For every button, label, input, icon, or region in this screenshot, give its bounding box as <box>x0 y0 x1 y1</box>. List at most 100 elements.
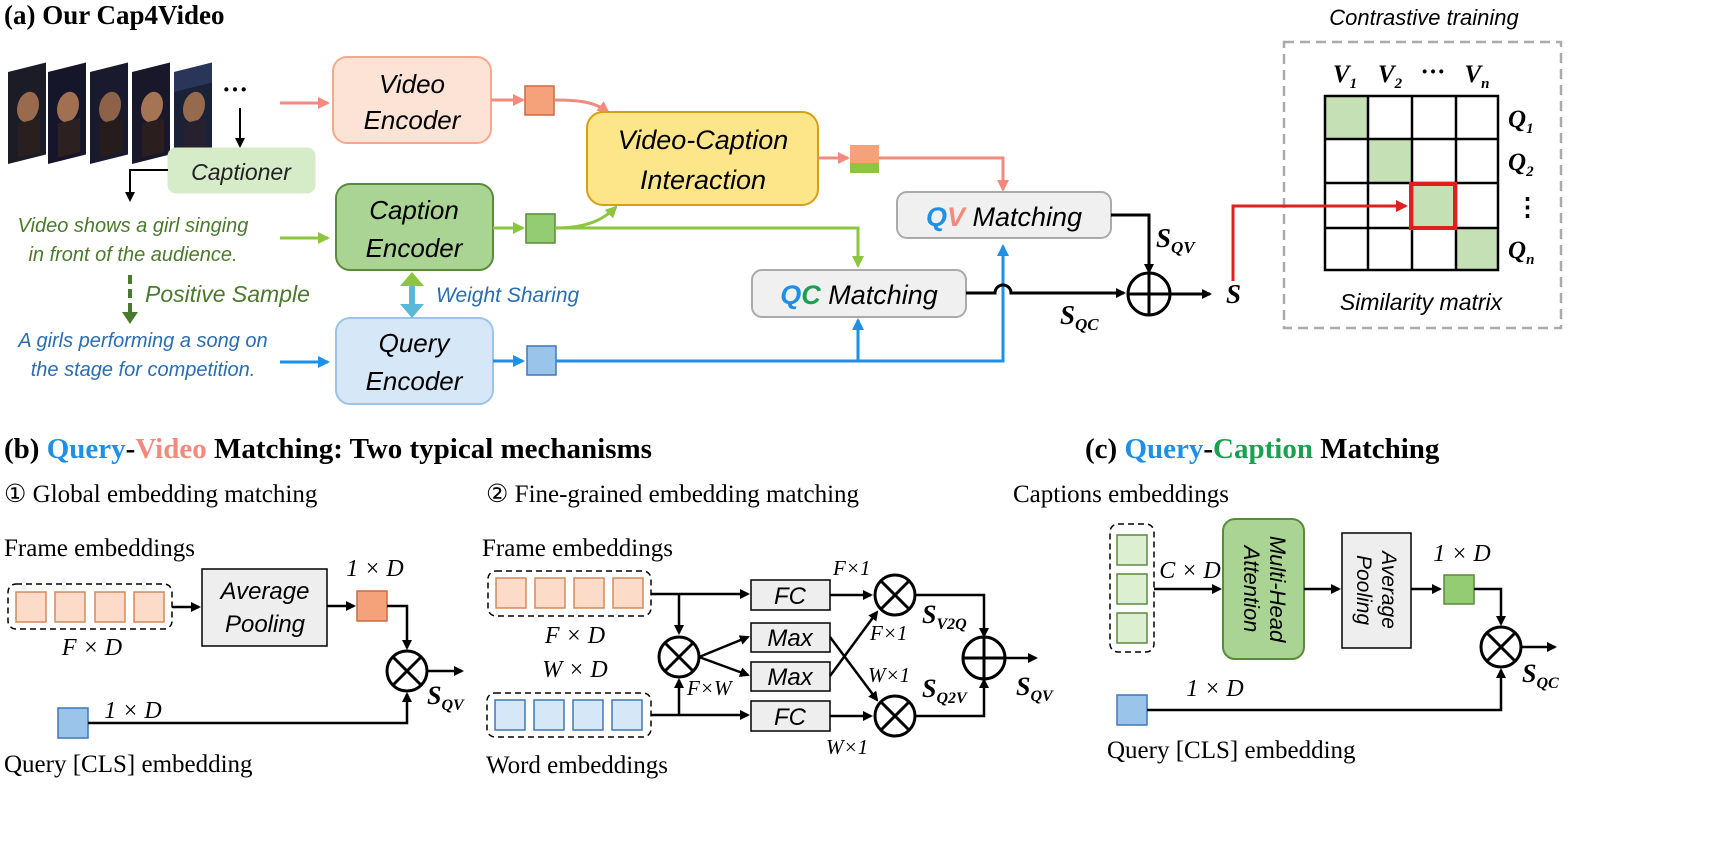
highlight-cell <box>1409 182 1457 230</box>
wxd-label-fine: W × D <box>542 657 608 683</box>
max-label-bottom: Max <box>767 664 813 691</box>
avg-pool-line2-c: Pooling <box>1352 555 1375 625</box>
similarity-label: Similarity matrix <box>1340 289 1504 315</box>
fc-box-bottom <box>750 700 831 732</box>
average-pooling-box <box>201 568 328 647</box>
query-cls-square-c <box>1116 694 1148 726</box>
v2-label: V2 <box>1378 61 1403 92</box>
caption-text-line1: Video shows a girl singing <box>18 215 249 237</box>
q1-label: Q1 <box>1508 106 1534 137</box>
query-cls-square-global <box>57 707 89 739</box>
captioner-label: Captioner <box>191 159 292 185</box>
s-q2v-label: SQ2V <box>922 674 968 707</box>
one-x-d-c-bottom: 1 × D <box>1186 676 1244 702</box>
query-encoder-line2: Encoder <box>366 366 464 396</box>
mha-line1: Multi-Head <box>1265 536 1290 643</box>
query-cls-label-c: Query [CLS] embedding <box>1107 737 1356 764</box>
max-box-bottom <box>750 661 831 692</box>
video-encoder-line2: Encoder <box>364 105 462 135</box>
frame-embeddings-label-global: Frame embeddings <box>4 535 195 562</box>
positive-sample-label: Positive Sample <box>145 281 310 307</box>
s-qv-fine: SQV <box>1016 672 1054 705</box>
one-x-d-c-top: 1 × D <box>1433 541 1491 567</box>
caption-feature-square <box>525 213 556 244</box>
frame-embedding-squares-global <box>15 591 165 623</box>
fxd-label-global: F × D <box>61 635 122 661</box>
s-v2q-label: SV2Q <box>922 600 967 633</box>
qc-to-sum-arrow <box>966 283 1126 298</box>
fxd-label-fine: F × D <box>544 623 605 649</box>
fxw-label: F×W <box>686 676 734 700</box>
s-to-matrix-arrow <box>1231 200 1408 281</box>
s-qv-global: SQV <box>427 681 465 714</box>
max-label-top: Max <box>767 625 813 652</box>
frame-embeddings-label-fine: Frame embeddings <box>482 535 673 562</box>
fc-label-bottom: FC <box>774 704 807 731</box>
qv-matching-label: QV Matching <box>926 202 1082 232</box>
sum-node-fine <box>961 635 1007 681</box>
query-text-line2: the stage for competition. <box>31 359 256 381</box>
v-dots-label: ··· <box>1420 59 1445 86</box>
caption-embedding-squares <box>1116 534 1148 644</box>
caption-to-interaction-arrow <box>554 205 618 230</box>
similarity-matrix <box>1323 94 1500 272</box>
multiply-node-fxw <box>657 635 701 679</box>
caption-embeddings-group <box>1109 523 1155 653</box>
panel-c-title: (c) Query-Caption Matching <box>1085 433 1440 465</box>
caption-to-qc-arrow <box>555 226 864 268</box>
one-x-d-query-global: 1 × D <box>104 698 162 724</box>
query-cls-label-global: Query [CLS] embedding <box>4 751 253 778</box>
pooled-video-square <box>356 590 388 622</box>
global-title: ① Global embedding matching <box>4 481 318 508</box>
sum-node <box>1126 271 1172 317</box>
qc-matching-label: QC Matching <box>780 280 938 310</box>
interaction-to-qv-arrow <box>879 156 1009 192</box>
panel-b-title: (b) Query-Video Matching: Two typical me… <box>4 433 652 465</box>
w1-label-mid: W×1 <box>868 663 910 687</box>
multiply-node-c <box>1479 625 1523 669</box>
q-dots-label: ⋮ <box>1515 194 1540 221</box>
avg-pool-box-c <box>1341 532 1412 649</box>
query-encoder-line1: Query <box>379 328 452 358</box>
video-encoder-line1: Video <box>379 69 445 99</box>
contrastive-title: Contrastive training <box>1329 5 1519 30</box>
contrastive-frame <box>1282 40 1563 330</box>
video-feature-square <box>524 85 555 116</box>
one-x-d-global-top: 1 × D <box>346 556 404 582</box>
s-qc-label: SQC <box>1060 300 1099 334</box>
query-text-line1: A girls performing a song on <box>17 330 267 352</box>
vn-label: Vn <box>1464 61 1489 92</box>
fc-label-top: FC <box>774 583 807 610</box>
vc-interaction-line2: Interaction <box>640 165 766 195</box>
fine-title: ② Fine-grained embedding matching <box>486 481 860 508</box>
word-embeddings-label: Word embeddings <box>486 752 668 779</box>
caption-encoder-line1: Caption <box>369 195 459 225</box>
average-pooling-line1: Average <box>219 578 310 605</box>
mha-line2: Attention <box>1239 544 1264 633</box>
average-pooling-line2: Pooling <box>225 611 306 638</box>
word-embedding-squares <box>494 699 643 731</box>
video-to-interaction-arrow <box>553 98 610 114</box>
pooled-caption-square <box>1443 574 1475 605</box>
multiply-node-global <box>385 649 429 693</box>
caption-encoder-line2: Encoder <box>366 233 464 263</box>
cxd-label: C × D <box>1159 558 1221 584</box>
query-feature-square <box>526 345 557 376</box>
vc-interaction-line1: Video-Caption <box>618 125 789 155</box>
captions-embeddings-label: Captions embeddings <box>1013 481 1229 508</box>
qn-label: Qn <box>1508 237 1534 268</box>
s-qv-label: SQV <box>1156 223 1196 257</box>
weight-sharing-label: Weight Sharing <box>436 284 580 307</box>
interaction-output-square <box>850 145 879 173</box>
panel-a-title: (a) Our Cap4Video <box>4 0 225 30</box>
qv-to-sum-arrow <box>1111 213 1154 274</box>
s-label: S <box>1226 279 1241 309</box>
captioner-to-caption-arrow <box>125 169 168 202</box>
q2-label: Q2 <box>1508 149 1534 180</box>
frame-embedding-squares-fine <box>495 577 644 609</box>
multiply-node-q2v <box>873 694 917 738</box>
caption-text-line2: in front of the audience. <box>28 244 237 266</box>
s-qc-c: SQC <box>1522 659 1559 692</box>
frames-ellipsis: ··· <box>222 75 248 104</box>
